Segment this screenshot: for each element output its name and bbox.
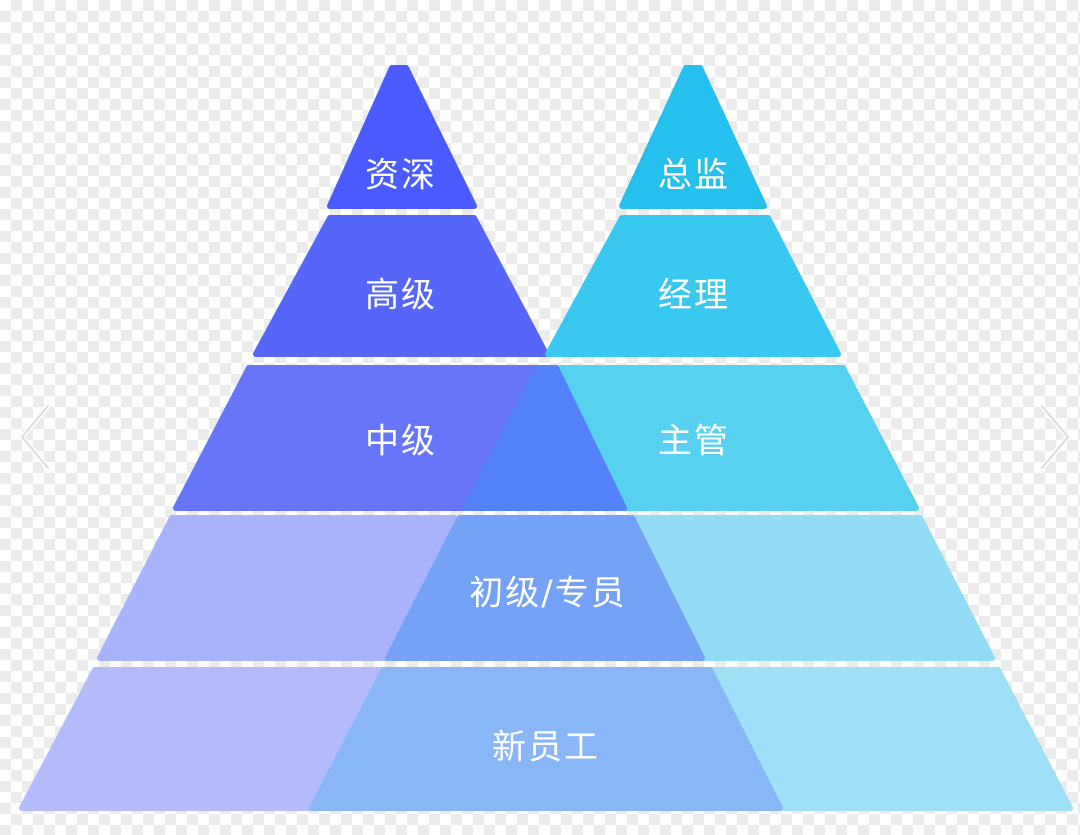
overlap-tier-5-shape [309,667,783,811]
left-tier-2-shape [253,215,549,357]
chevron-left-icon [19,403,51,471]
overlap-tier-3-shape [463,365,627,511]
carousel-prev-button[interactable] [16,402,56,472]
right-tier-2-shape [545,215,841,357]
carousel-next-button[interactable] [1034,402,1074,472]
chevron-right-icon [1039,403,1071,471]
right-tier-1-shape [619,65,767,209]
left-tier-1-shape [327,65,477,209]
overlap-tier-4-shape [385,515,705,661]
